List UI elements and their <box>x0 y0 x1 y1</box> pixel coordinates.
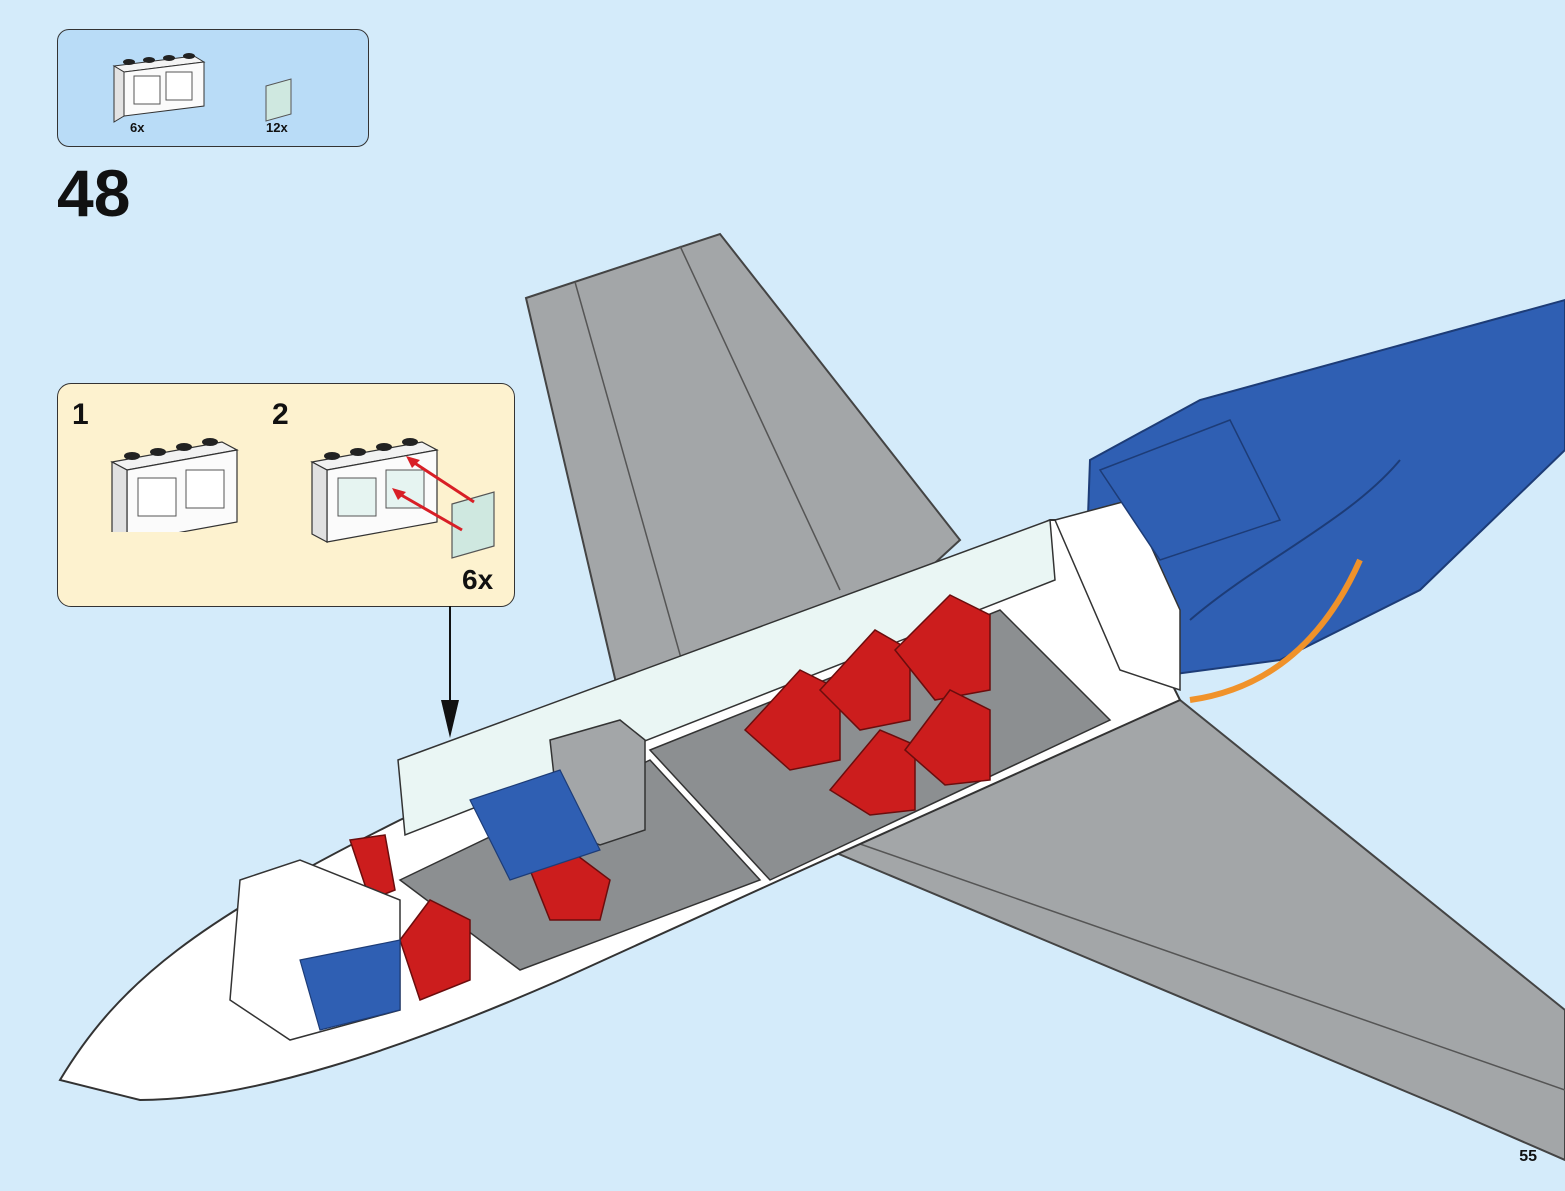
page-number: 55 <box>1519 1148 1537 1166</box>
window-frame-part-image <box>98 40 218 130</box>
parts-list-box: 6x 12x <box>57 29 369 147</box>
step-number: 48 <box>57 160 130 226</box>
cabin-floor-front <box>400 760 760 970</box>
window-frame-sub-step-2-image <box>302 422 522 572</box>
lower-wing <box>710 700 1565 1160</box>
sub-assembly-callout: 1 2 6x <box>57 383 515 607</box>
sub-step-number-1: 1 <box>72 398 89 432</box>
orange-trim <box>1190 560 1360 700</box>
galley-unit <box>550 720 645 845</box>
sub-assembly-quantity: 6x <box>462 564 493 596</box>
cockpit-block <box>230 860 400 1040</box>
tail-blue-section <box>1085 300 1565 680</box>
callout-arrowhead <box>441 700 459 738</box>
upper-wing <box>526 234 960 760</box>
window-pane-part-image <box>261 74 301 124</box>
part-count-window-pane: 12x <box>266 120 288 135</box>
passenger-seats <box>350 595 990 1000</box>
cabin-floor-middle <box>650 610 1110 880</box>
fuselage-body <box>60 520 1180 1100</box>
window-frame-sub-step-1-image <box>102 422 242 532</box>
rear-bulkhead <box>1055 500 1180 690</box>
part-count-window-frame: 6x <box>130 120 144 135</box>
sub-step-number-2: 2 <box>272 398 289 432</box>
